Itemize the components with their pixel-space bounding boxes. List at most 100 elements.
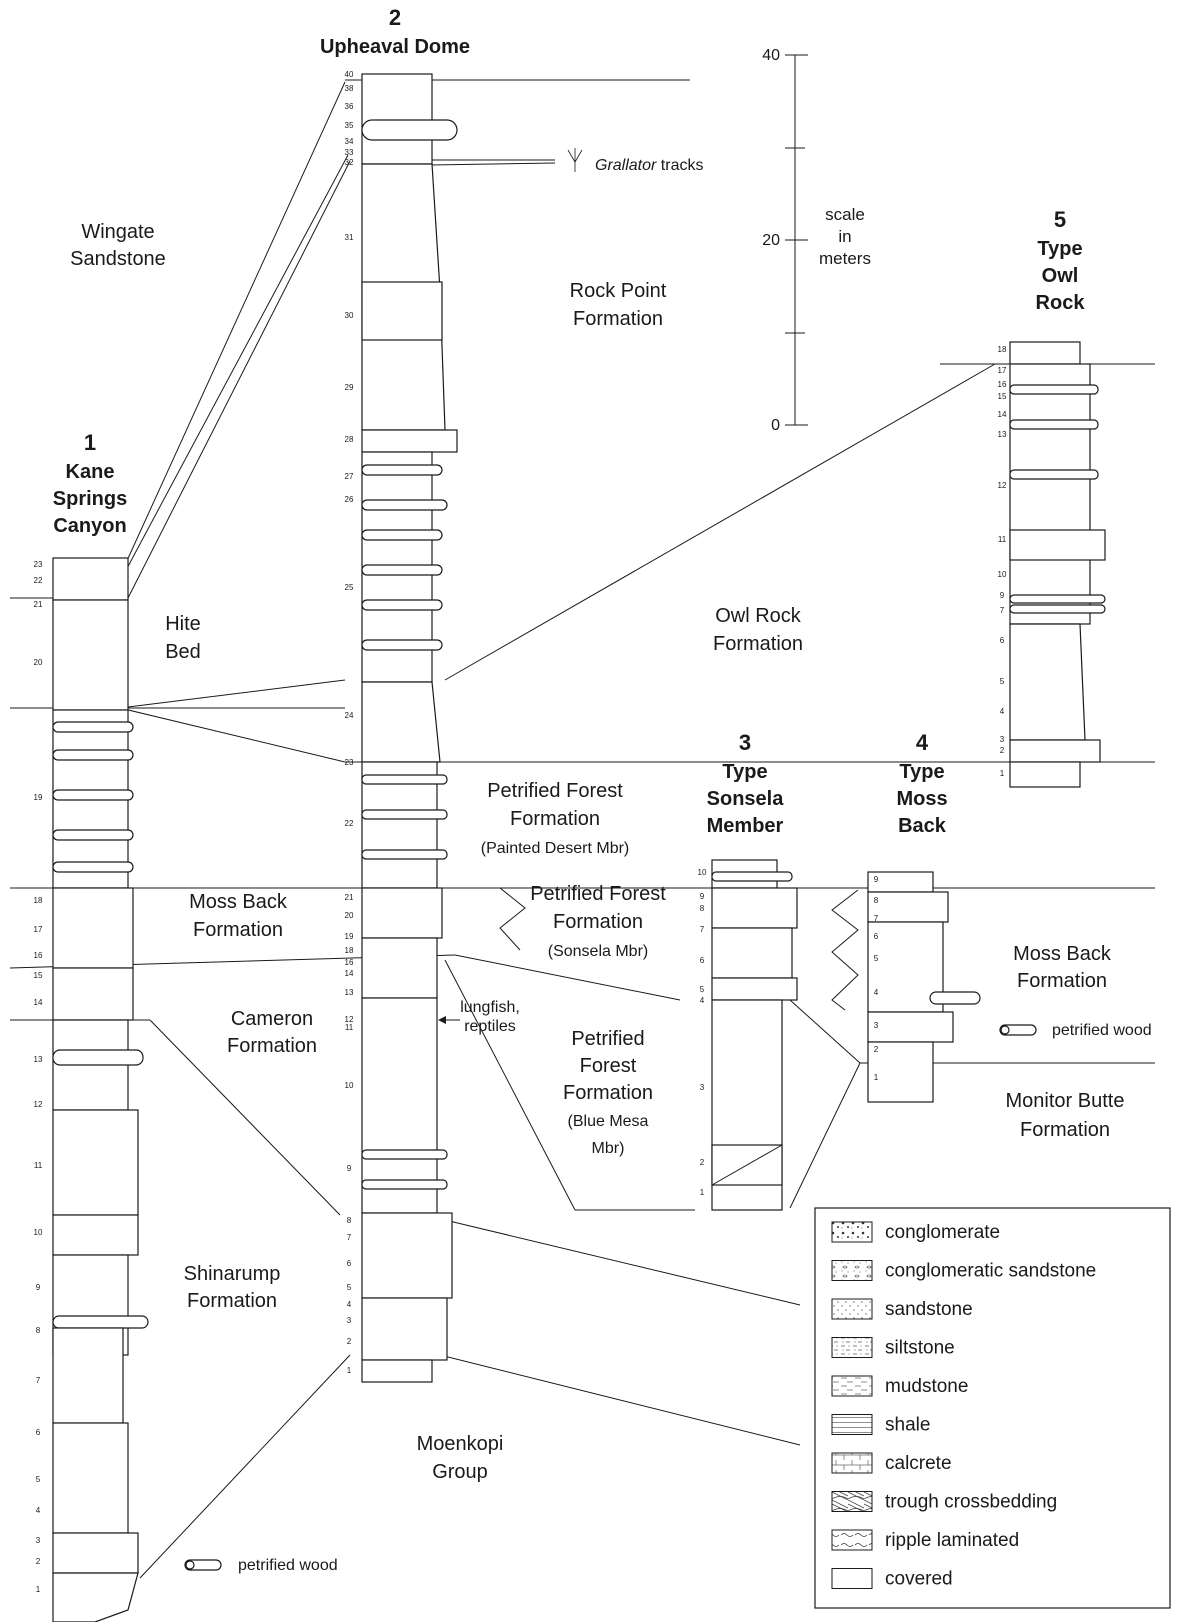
col1-bed-14: 14 <box>34 998 43 1007</box>
legend-swatch-ripple-laminated <box>831 1529 873 1551</box>
formation-cameron-line-2: Formation <box>227 1035 317 1057</box>
col1-bed-13: 13 <box>34 1055 43 1064</box>
petrified-wood-icon-4 <box>999 1024 1037 1036</box>
col2-bed-21: 21 <box>345 893 354 902</box>
col3-bed-2: 2 <box>700 1158 705 1167</box>
col2-bed-34: 34 <box>345 137 354 146</box>
col2-bed-12: 12 <box>345 1015 354 1024</box>
lungfish-arrow <box>438 1016 460 1024</box>
col2-bed-40: 40 <box>345 70 354 79</box>
legend-swatch-trough-crossbedding <box>831 1491 873 1512</box>
col4-bed-8: 8 <box>874 896 879 905</box>
formation-moss-back-left-line-1: Moss Back <box>189 891 288 913</box>
col2-bed-8: 8 <box>347 1216 352 1225</box>
legend-label-sandstone: sandstone <box>885 1299 973 1320</box>
col3-bed-6: 6 <box>700 956 705 965</box>
col1-bed-7: 7 <box>36 1376 41 1385</box>
col2-bed-27: 27 <box>345 472 354 481</box>
formation-owl-rock-line-2: Formation <box>713 633 803 655</box>
col2-bed-32: 32 <box>345 158 354 167</box>
col2-bed-7: 7 <box>347 1233 352 1242</box>
col1-bed-11: 11 <box>34 1161 43 1170</box>
col2-bed-23: 23 <box>345 758 354 767</box>
col2-bed-19: 19 <box>345 932 354 941</box>
col2-bed-26: 26 <box>345 495 354 504</box>
col2-bed-9: 9 <box>347 1164 352 1173</box>
col1-bed-9: 9 <box>36 1283 41 1292</box>
col2-bed-5: 5 <box>347 1283 352 1292</box>
col1-bed-1: 1 <box>36 1585 41 1594</box>
col3-bed-5: 5 <box>700 985 705 994</box>
column-5-title-line-1: Type <box>1037 238 1082 260</box>
column-2-section <box>361 73 458 1383</box>
petrified-wood-icon-1 <box>184 1559 222 1571</box>
formation-wingate-line-2: Sandstone <box>70 248 166 270</box>
formation-moss-back-right-line-1: Moss Back <box>1013 943 1112 965</box>
column-3-title-line-2: Sonsela <box>707 788 785 810</box>
column-4-title-line-3: Back <box>898 815 947 837</box>
column-4-number: 4 <box>916 730 929 755</box>
legend-label-ripple-laminated: ripple laminated <box>885 1530 1019 1551</box>
scale-label-line-3: meters <box>819 249 871 268</box>
legend-swatch-sandstone <box>831 1298 873 1320</box>
legend-label-shale: shale <box>885 1415 930 1436</box>
formation-moss-back-right-line-2: Formation <box>1017 970 1107 992</box>
formation-cameron-line-1: Cameron <box>231 1008 313 1030</box>
column-3-section <box>711 859 798 1211</box>
column-1-title-line-1: Kane <box>66 461 115 483</box>
scale-label-line-1: scale <box>825 205 865 224</box>
col4-bed-3: 3 <box>874 1021 879 1030</box>
col3-bed-8: 8 <box>700 904 705 913</box>
col5-bed-16: 16 <box>998 380 1007 389</box>
formation-monitor-butte-line-2: Formation <box>1020 1119 1110 1141</box>
col1-bed-19: 19 <box>34 793 43 802</box>
col5-bed-7: 7 <box>1000 606 1005 615</box>
formation-monitor-butte-line-1: Monitor Butte <box>1006 1090 1125 1112</box>
col5-bed-2: 2 <box>1000 746 1005 755</box>
col1-bed-23: 23 <box>34 560 43 569</box>
column-3-number: 3 <box>739 730 751 755</box>
col2-bed-33: 33 <box>345 148 354 157</box>
col5-bed-12: 12 <box>998 481 1007 490</box>
column-3-title-line-3: Member <box>707 815 784 837</box>
legend-swatch-conglomerate <box>831 1221 873 1243</box>
col5-bed-10: 10 <box>998 570 1007 579</box>
col4-bed-9: 9 <box>874 875 879 884</box>
col5-bed-1: 1 <box>1000 769 1005 778</box>
col2-bed-28: 28 <box>345 435 354 444</box>
legend-swatch-calcrete <box>831 1452 873 1474</box>
col1-bed-10: 10 <box>34 1228 43 1237</box>
col2-bed-36: 36 <box>345 102 354 111</box>
legend-label-calcrete: calcrete <box>885 1453 952 1474</box>
formation-pf-blue-mesa-line-4: (Blue Mesa <box>568 1113 649 1130</box>
col1-bed-17: 17 <box>34 925 43 934</box>
col2-bed-13: 13 <box>345 988 354 997</box>
legend-label-covered: covered <box>885 1569 953 1590</box>
col1-bed-4: 4 <box>36 1506 41 1515</box>
col2-bed-14: 14 <box>345 969 354 978</box>
col2-bed-11: 11 <box>345 1023 354 1032</box>
legend-swatch-mudstone <box>831 1375 873 1397</box>
col1-bed-18: 18 <box>34 896 43 905</box>
formation-owl-rock-line-1: Owl Rock <box>715 605 802 627</box>
col4-bed-2: 2 <box>874 1045 879 1054</box>
legend-frame <box>814 1207 1171 1609</box>
scale-tick-0: 0 <box>771 417 780 434</box>
legend-label-conglomerate: conglomerate <box>885 1222 1000 1243</box>
scale-label-line-2: in <box>838 227 851 246</box>
col1-bed-3: 3 <box>36 1536 41 1545</box>
legend-swatch-cgl-sandstone <box>831 1260 873 1281</box>
col2-bed-25: 25 <box>345 583 354 592</box>
col3-bed-4: 4 <box>700 996 705 1005</box>
col2-bed-1: 1 <box>347 1366 352 1375</box>
scale-tick-20: 20 <box>762 232 780 249</box>
col3-bed-10: 10 <box>698 868 707 877</box>
col2-bed-4: 4 <box>347 1300 352 1309</box>
legend-swatch-covered <box>831 1568 873 1589</box>
col1-bed-15: 15 <box>34 971 43 980</box>
col5-bed-4: 4 <box>1000 707 1005 716</box>
formation-moss-back-left-line-2: Formation <box>193 919 283 941</box>
col2-bed-16: 16 <box>345 958 354 967</box>
